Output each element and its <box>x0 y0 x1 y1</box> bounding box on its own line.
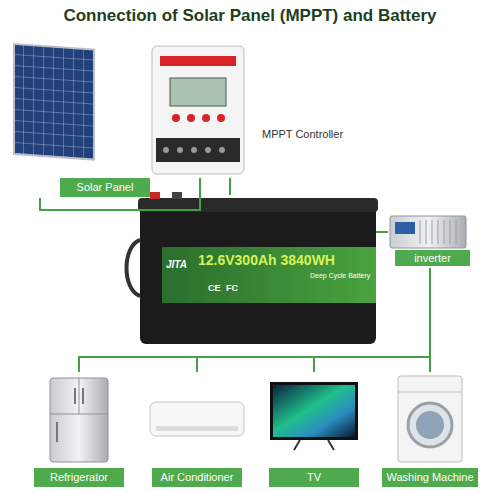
battery-label-band <box>162 247 376 303</box>
power-wire <box>40 178 200 210</box>
power-wire <box>376 231 388 233</box>
control-panel-line <box>398 392 462 393</box>
fridge-body <box>50 378 108 462</box>
power-wire <box>79 268 430 372</box>
lcd-screen <box>170 78 226 106</box>
appliance-node: Air Conditioner <box>147 372 247 490</box>
appliance-node: Washing Machine <box>380 372 480 490</box>
ac-body <box>150 402 244 436</box>
battery-art <box>127 192 379 344</box>
door-split <box>79 378 80 414</box>
button <box>217 114 225 122</box>
inverter-case <box>390 216 466 248</box>
button <box>202 114 210 122</box>
tv-frame <box>270 382 358 440</box>
terminal-block <box>156 138 240 162</box>
controller-stripe <box>160 56 236 66</box>
tv-art <box>270 382 358 450</box>
inverter-art <box>390 216 466 248</box>
terminal <box>191 147 197 153</box>
washer-door <box>408 403 452 447</box>
tv-screen <box>273 385 355 437</box>
door-split <box>50 414 108 415</box>
ac-vent <box>156 426 238 431</box>
node-text: Deep Cycle Battery <box>310 272 370 280</box>
washing-machine-art <box>398 376 462 462</box>
terminal-negative <box>172 192 182 199</box>
terminal <box>163 147 169 153</box>
solar-panel-node: Solar Panel <box>10 40 150 198</box>
power-wire <box>197 268 430 372</box>
handle <box>82 388 84 404</box>
air-conditioner-art <box>150 402 244 436</box>
node-text: 12.6V300Ah 3840WH <box>198 253 335 268</box>
battery-body <box>140 204 376 344</box>
power-wire <box>429 268 431 372</box>
node-label: TV <box>269 468 359 487</box>
battery-node: JITA 12.6V300Ah 3840WH Deep Cycle BatteryC… <box>138 195 376 345</box>
button <box>172 114 180 122</box>
power-wire <box>314 268 430 372</box>
inverter-node: inverter <box>388 212 474 268</box>
inverter-badge <box>395 222 415 234</box>
handle <box>74 388 76 404</box>
door-glass <box>416 411 444 439</box>
terminal <box>205 147 211 153</box>
cooling-fins <box>420 220 456 244</box>
terminal <box>177 147 183 153</box>
solar-panel-art <box>14 44 94 160</box>
node-text: CE <box>208 284 221 294</box>
terminal-positive <box>150 192 160 199</box>
controller-case <box>152 46 244 174</box>
node-label: Solar Panel <box>60 178 150 197</box>
node-label: Refrigerator <box>34 468 124 487</box>
handle <box>56 422 58 442</box>
panel-cells <box>14 44 94 160</box>
power-wire <box>229 178 231 195</box>
node-text: MPPT Controller <box>262 128 343 140</box>
tv-stand <box>294 440 334 450</box>
controller-art <box>152 46 244 174</box>
washer-body <box>398 376 462 462</box>
controller-node: MPPT Controller <box>150 42 345 178</box>
node-label: Air Conditioner <box>152 468 242 487</box>
handle <box>127 240 141 296</box>
appliance-node: Refrigerator <box>29 372 129 490</box>
terminal <box>219 147 225 153</box>
node-label: Washing Machine <box>382 468 478 487</box>
diagram-title: Connection of Solar Panel (MPPT) and Bat… <box>0 6 500 26</box>
node-text: FC <box>226 284 238 294</box>
appliance-node: TV <box>264 372 364 490</box>
node-text: JITA <box>166 259 187 270</box>
node-label: inverter <box>395 250 470 266</box>
refrigerator-art <box>50 378 108 462</box>
button <box>187 114 195 122</box>
